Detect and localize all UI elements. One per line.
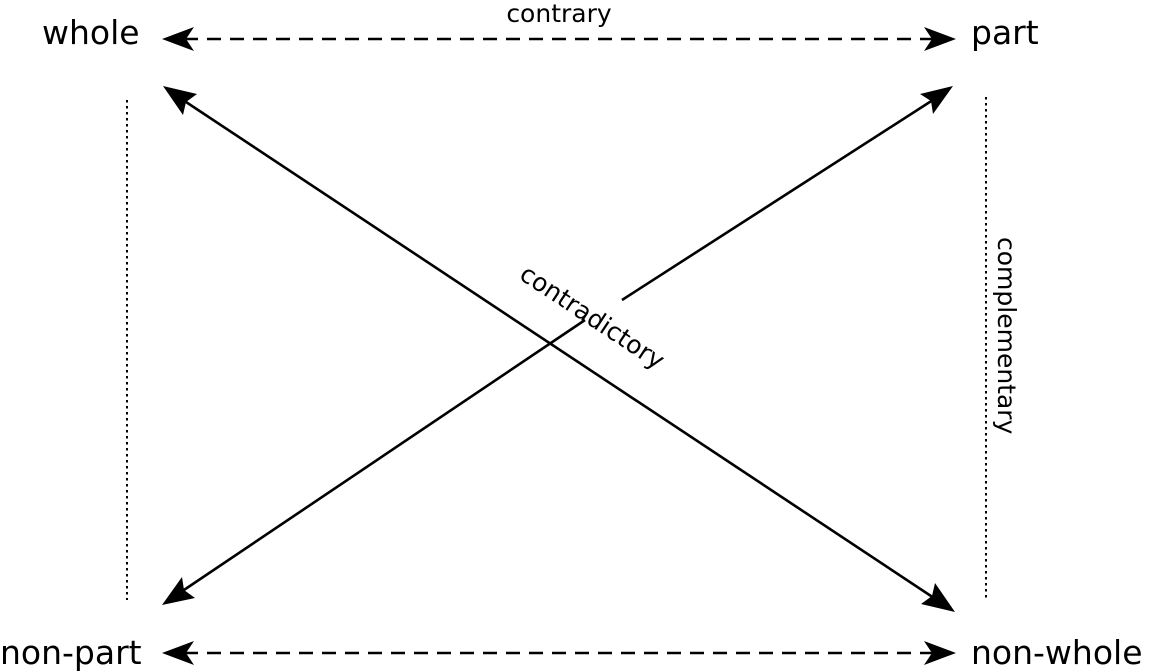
diagonal-arrow-whole-to-non-whole <box>163 86 955 612</box>
arrowhead-right-icon <box>924 27 956 51</box>
corner-label-part: part <box>971 13 1039 52</box>
contrary-arrow <box>162 27 956 51</box>
corner-label-whole: whole <box>42 13 140 52</box>
corner-label-non-whole: non-whole <box>971 633 1143 672</box>
arrowhead-bottom-right-icon <box>921 583 955 612</box>
relation-label-complementary: complementary <box>992 237 1021 435</box>
arrowhead-bottom-left-icon <box>162 577 195 605</box>
arrowhead-top-right-icon <box>920 86 953 114</box>
relation-label-contrary: contrary <box>506 0 612 28</box>
arrowhead-top-left-icon <box>163 86 197 115</box>
diagonal-arrow-non-part-to-part <box>162 86 953 605</box>
relation-label-contradictory: contradictory <box>515 259 670 375</box>
arrowhead-left-icon <box>162 641 194 665</box>
bottom-dashed-arrow <box>162 641 956 665</box>
arrowhead-right-icon <box>924 641 956 665</box>
arrowhead-left-icon <box>162 27 194 51</box>
corner-label-non-part: non-part <box>0 633 142 672</box>
